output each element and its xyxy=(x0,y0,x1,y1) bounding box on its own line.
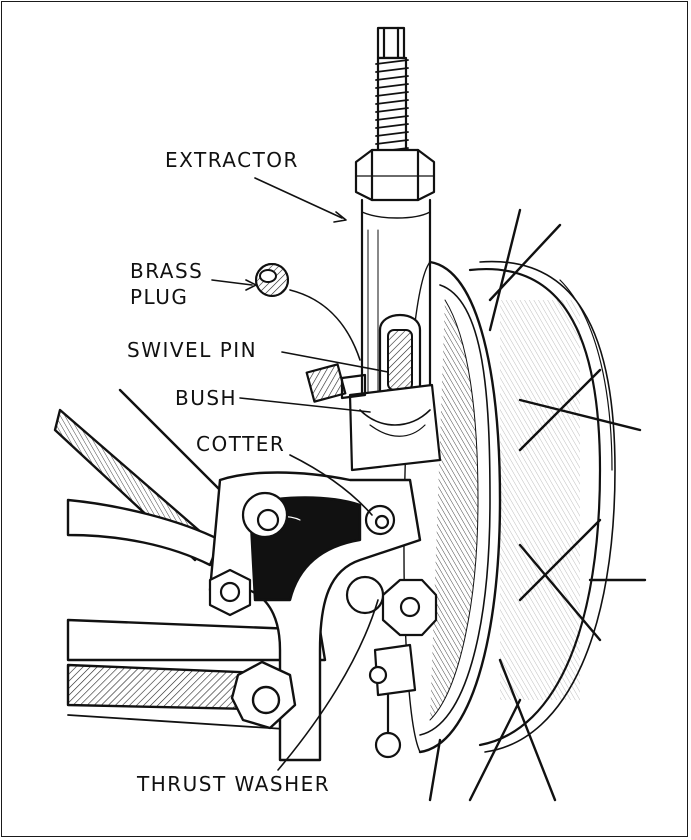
label-thrust-washer: THRUST WASHER xyxy=(137,772,331,796)
label-swivel-pin: SWIVEL PIN xyxy=(127,338,258,362)
label-bush: BUSH xyxy=(175,386,238,410)
brass-plug xyxy=(255,263,289,297)
bolt-upper-left xyxy=(241,491,289,539)
axle-beam xyxy=(53,388,327,731)
leader-bush xyxy=(239,397,371,413)
bolt-cotter xyxy=(364,504,396,536)
leader-extractor xyxy=(254,177,343,219)
lower-pin xyxy=(368,643,417,759)
label-brass-plug: BRASS PLUG xyxy=(130,258,203,310)
wheel-drum xyxy=(468,260,616,753)
label-brass-line2: PLUG xyxy=(130,285,189,309)
leader-brass-plug xyxy=(211,279,253,286)
leader-plug-to-slot xyxy=(289,289,361,361)
leader-lines xyxy=(211,177,389,771)
label-brass-line1: BRASS xyxy=(130,259,204,283)
label-extractor: EXTRACTOR xyxy=(165,148,299,172)
wheel-spokes xyxy=(428,208,647,802)
thrust-washer-nut xyxy=(345,575,438,637)
leader-cotter xyxy=(289,454,373,516)
leader-thrust-washer xyxy=(277,599,379,771)
bolt-left xyxy=(208,568,252,617)
stub-axle-housing xyxy=(305,363,442,472)
label-cotter: COTTER xyxy=(196,432,286,456)
leader-swivel-pin xyxy=(281,351,389,373)
bolt-lower xyxy=(230,660,297,730)
